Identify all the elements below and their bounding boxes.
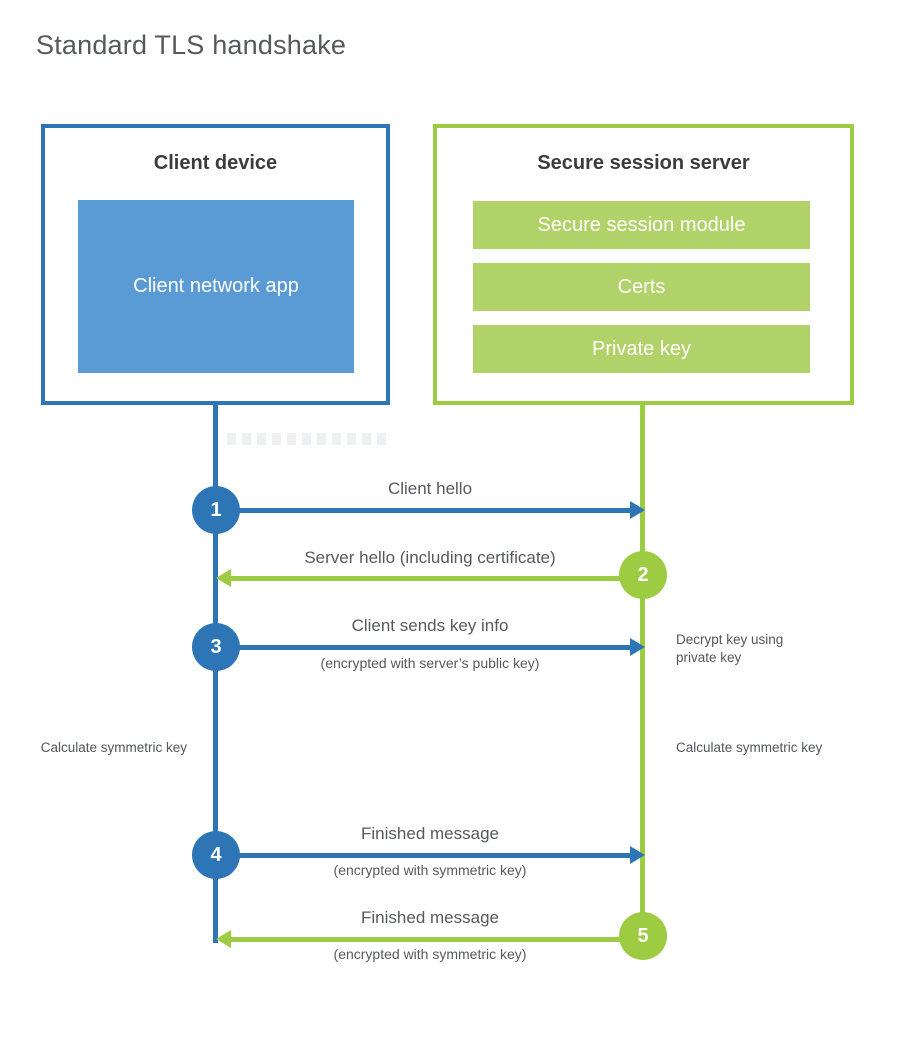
arrowhead-right-icon xyxy=(630,501,645,519)
annotation-calc-symmetric-client: Calculate symmetric key xyxy=(40,740,187,755)
message-label-4: Finished message xyxy=(361,824,499,843)
message-sublabel-4: (encrypted with symmetric key) xyxy=(333,862,527,878)
step-circle-2: 2 xyxy=(619,551,667,599)
message-label-3: Client sends key info xyxy=(351,616,509,635)
message-label-2: Server hello (including certificate) xyxy=(304,548,556,567)
annotation-decrypt-key: Decrypt key using private key xyxy=(676,632,784,665)
message-sublabel-3: (encrypted with server’s public key) xyxy=(320,655,540,671)
message-sublabel-5: (encrypted with symmetric key) xyxy=(333,946,527,962)
step-circle-1: 1 xyxy=(192,486,240,534)
client-network-app-label: Client network app xyxy=(133,275,299,297)
message-label-1: Client hello xyxy=(387,479,473,498)
server-modules: Secure session module Certs Private key xyxy=(473,201,810,387)
server-box-title: Secure session server xyxy=(537,152,750,174)
server-module-private-key: Private key xyxy=(473,325,810,373)
faint-dashed-artifact xyxy=(227,433,387,445)
step-circle-3: 3 xyxy=(192,623,240,671)
server-module-label: Certs xyxy=(617,275,666,298)
server-module-certs: Certs xyxy=(473,263,810,311)
step-circle-5: 5 xyxy=(619,912,667,960)
server-module-secure-session: Secure session module xyxy=(473,201,810,249)
server-lifeline xyxy=(640,403,645,938)
annotation-calc-symmetric-server: Calculate symmetric key xyxy=(676,740,823,755)
client-box-title: Client device xyxy=(153,152,278,174)
arrow-client-hello xyxy=(216,508,630,513)
message-label-5: Finished message xyxy=(361,908,499,927)
arrowhead-right-icon xyxy=(630,638,645,656)
arrow-server-hello xyxy=(230,576,643,581)
arrow-finished-server xyxy=(230,937,643,942)
server-module-label: Private key xyxy=(592,337,691,360)
client-lifeline xyxy=(213,403,218,943)
server-module-label: Secure session module xyxy=(537,213,746,236)
diagram-title: Standard TLS handshake xyxy=(36,30,347,60)
arrowhead-left-icon xyxy=(216,569,231,587)
arrowhead-right-icon xyxy=(630,846,645,864)
arrow-finished-client xyxy=(216,853,630,858)
arrow-client-key-info xyxy=(216,645,630,650)
client-network-app-box: Client network app xyxy=(78,200,354,373)
arrowhead-left-icon xyxy=(216,930,231,948)
step-circle-4: 4 xyxy=(192,831,240,879)
